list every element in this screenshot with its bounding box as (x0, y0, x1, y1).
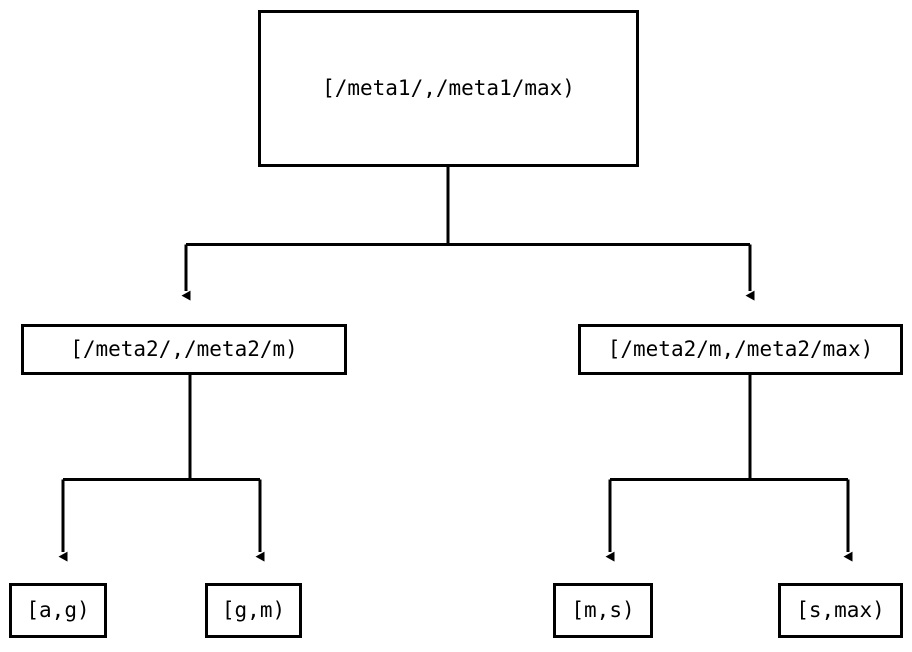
node-leaf-g-m-label: [g,m) (221, 598, 286, 622)
node-leaf-g-m[interactable]: [g,m) (205, 583, 302, 638)
edge-midright-to-leaves (605, 375, 853, 562)
node-mid-right[interactable]: [/meta2/m,/meta2/max) (578, 324, 903, 375)
node-mid-left[interactable]: [/meta2/,/meta2/m) (21, 324, 347, 375)
node-leaf-m-s[interactable]: [m,s) (553, 583, 653, 638)
node-mid-left-label: [/meta2/,/meta2/m) (70, 337, 298, 361)
node-leaf-s-max-label: [s,max) (796, 598, 885, 622)
edge-midleft-to-leaves (58, 375, 265, 562)
node-mid-right-label: [/meta2/m,/meta2/max) (607, 337, 874, 361)
node-leaf-m-s-label: [m,s) (571, 598, 635, 622)
node-leaf-a-g-label: [a,g) (26, 598, 90, 622)
edge-root-to-midlevel (181, 167, 755, 301)
node-root[interactable]: [/meta1/,/meta1/max) (258, 10, 639, 167)
node-leaf-a-g[interactable]: [a,g) (9, 583, 107, 638)
node-root-label: [/meta1/,/meta1/max) (322, 76, 575, 100)
node-leaf-s-max[interactable]: [s,max) (778, 583, 903, 638)
